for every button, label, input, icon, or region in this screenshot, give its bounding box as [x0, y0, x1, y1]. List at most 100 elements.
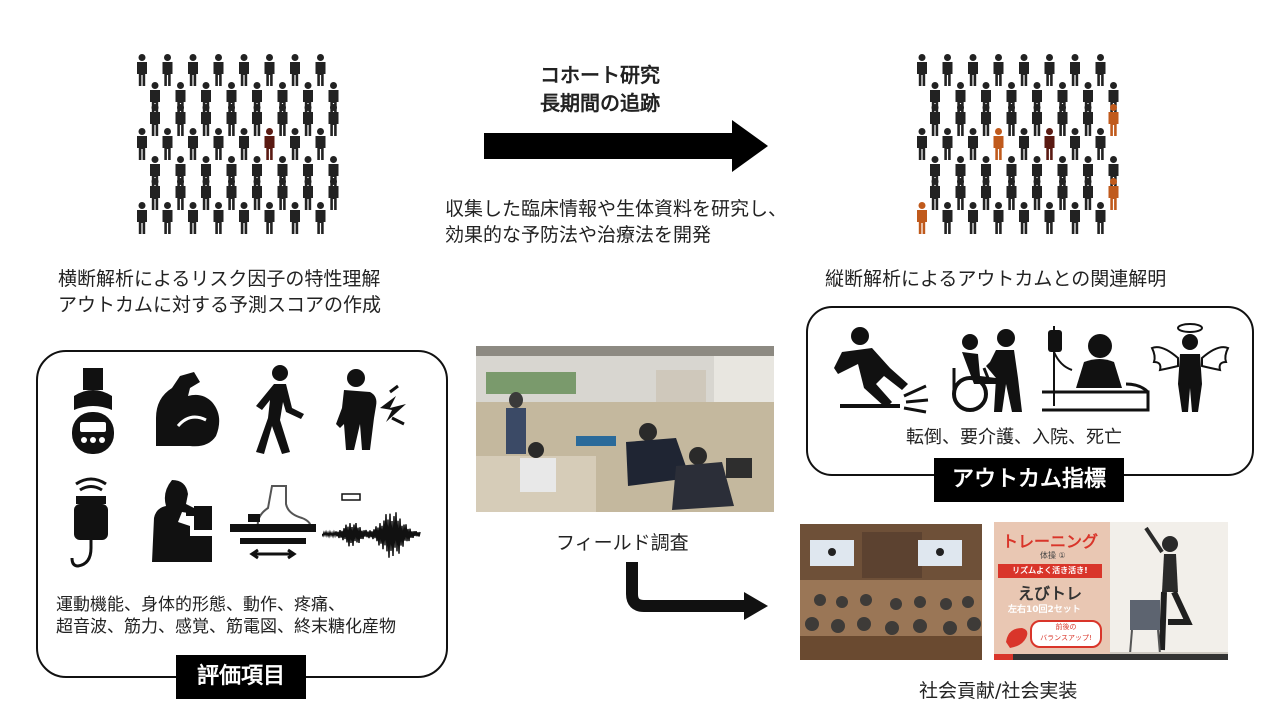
research-description-line1: 収集した臨床情報や生体資料を研究し、	[445, 198, 788, 220]
person-figure	[328, 178, 339, 210]
back-pain-icon	[336, 369, 406, 450]
person-figure	[264, 202, 275, 234]
person-figure	[290, 128, 300, 160]
person-figure	[175, 104, 186, 136]
person-figure	[188, 202, 198, 234]
person-figure	[1108, 104, 1119, 136]
cohort-crowd-baseline	[130, 48, 340, 248]
person-figure	[1095, 202, 1106, 234]
lecture-hall-photo	[800, 524, 982, 660]
person-figure	[264, 128, 275, 160]
video-subtitle: 体操 ①	[1040, 551, 1066, 560]
foot-sensor-icon	[230, 485, 316, 560]
person-figure	[213, 54, 224, 86]
person-figure	[137, 128, 147, 160]
person-figure	[188, 54, 198, 86]
person-figure	[1070, 128, 1080, 160]
walking-person-icon	[256, 365, 304, 454]
person-figure	[930, 178, 940, 210]
person-figure	[993, 54, 1004, 86]
person-figure	[1057, 104, 1068, 136]
person-figure	[188, 128, 198, 160]
person-figure	[1070, 202, 1080, 234]
emg-waveform-icon	[322, 493, 421, 558]
arrow-title-line2: 長期間の追跡	[540, 91, 660, 115]
person-figure	[213, 202, 224, 234]
outcome-indicators-label: アウトカム指標	[934, 458, 1124, 502]
evaluation-items-text-line2: 超音波、筋力、感覚、筋電図、終末糖化産物	[56, 617, 396, 637]
social-contribution-caption: 社会貢献/社会実装	[919, 680, 1078, 702]
person-figure	[137, 202, 147, 234]
person-figure	[1044, 54, 1055, 86]
person-figure	[1019, 54, 1029, 86]
person-figure	[239, 128, 249, 160]
cross-sectional-caption-line2: アウトカムに対する予測スコアの作成	[58, 294, 382, 316]
person-figure	[917, 202, 927, 234]
person-figure	[226, 178, 237, 210]
person-figure	[1083, 178, 1093, 210]
training-video-thumbnail: トレーニング 体操 ① リズムよく活き活き! えびトレ 左右10回2セット 前後…	[994, 522, 1228, 660]
person-figure	[290, 202, 300, 234]
cross-sectional-caption-line1: 横断解析によるリスク因子の特性理解	[58, 268, 381, 290]
flexed-arm-icon	[156, 372, 220, 447]
person-figure	[968, 128, 978, 160]
outcome-indicators-text: 転倒、要介護、入院、死亡	[906, 427, 1122, 448]
person-figure	[942, 202, 953, 234]
video-banner: リズムよく活き活き!	[998, 564, 1102, 578]
person-figure	[252, 178, 262, 210]
person-figure	[917, 128, 927, 160]
fall-icon	[834, 327, 929, 414]
field-survey-photo	[476, 346, 774, 512]
person-figure	[1019, 202, 1029, 234]
person-figure	[175, 178, 186, 210]
person-figure	[1006, 178, 1017, 210]
person-figure	[1044, 202, 1055, 234]
person-figure	[277, 104, 288, 136]
person-figure	[201, 104, 211, 136]
person-figure	[239, 54, 249, 86]
research-description-line2: 効果的な予防法や治療法を開発	[445, 224, 712, 246]
person-figure	[993, 128, 1004, 160]
video-title: トレーニング	[1002, 532, 1099, 551]
person-figure	[264, 54, 275, 86]
video-exercise-name: えびトレ	[1018, 584, 1083, 603]
arrow-title-line1: コホート研究	[540, 63, 660, 87]
longitudinal-caption: 縦断解析によるアウトカムとの関連解明	[825, 268, 1167, 290]
person-figure	[162, 128, 173, 160]
video-progress-bar[interactable]	[994, 654, 1228, 660]
person-figure	[930, 104, 940, 136]
cohort-crowd-followup	[910, 48, 1120, 248]
evaluation-items-text-line1: 運動機能、身体的形態、動作、疼痛、	[56, 595, 345, 615]
down-right-arrow-icon	[626, 562, 768, 620]
person-figure	[981, 104, 991, 136]
breath-test-icon	[152, 480, 212, 562]
person-figure	[290, 54, 300, 86]
video-badge-line2: バランスアップ!	[1040, 634, 1092, 642]
person-figure	[1057, 178, 1068, 210]
person-figure	[150, 104, 160, 136]
instructor-figure	[1110, 522, 1228, 660]
person-figure	[993, 202, 1004, 234]
ultrasound-probe-icon	[70, 477, 108, 568]
person-figure	[955, 178, 966, 210]
person-figure	[239, 202, 249, 234]
person-figure	[303, 104, 313, 136]
person-figure	[328, 104, 339, 136]
person-figure	[917, 54, 927, 86]
person-figure	[955, 104, 966, 136]
person-figure	[213, 128, 224, 160]
person-figure	[315, 128, 326, 160]
person-figure	[1083, 104, 1093, 136]
evaluation-items-label: 評価項目	[176, 655, 306, 699]
person-figure	[942, 54, 953, 86]
person-figure	[201, 178, 211, 210]
person-figure	[277, 178, 288, 210]
person-figure	[150, 178, 160, 210]
person-figure	[1006, 104, 1017, 136]
hospital-bed-icon	[1042, 326, 1150, 412]
person-figure	[162, 202, 173, 234]
person-figure	[968, 54, 978, 86]
person-figure	[1044, 128, 1055, 160]
person-figure	[137, 54, 147, 86]
person-figure	[315, 202, 326, 234]
